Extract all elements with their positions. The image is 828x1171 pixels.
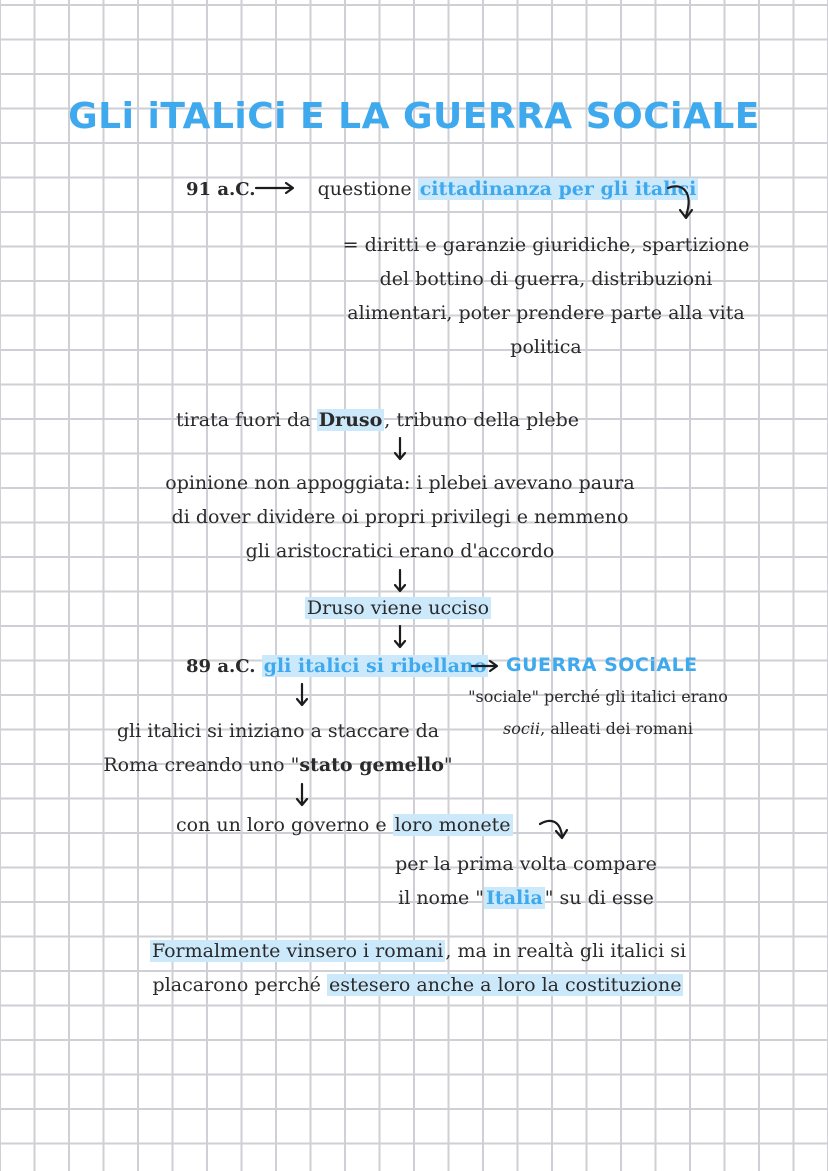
curved-arrow-icon <box>538 819 569 840</box>
down-arrow-icon <box>295 682 309 707</box>
killed-line: Druso viene ucciso <box>200 591 596 625</box>
opinion-block: opinione non appoggiata: i plebei avevan… <box>140 466 660 568</box>
conclusion-highlight-1: Formalmente vinsero i romani <box>149 940 446 962</box>
rights-line-1: = diritti e garanzie giuridiche, spartiz… <box>342 234 750 256</box>
detach-line-1: gli italici si iniziano a staccare da <box>116 720 440 742</box>
italia-pre: il nome " <box>398 887 485 909</box>
socii-word: socii <box>503 719 541 738</box>
opinion-line-1: opinione non appoggiata: i plebei avevan… <box>165 472 635 494</box>
down-arrow-icon <box>393 624 407 649</box>
detach-post: " <box>443 754 453 776</box>
citizenship-highlight: cittadinanza per gli italici <box>417 178 699 200</box>
conclusion-line-2: placarono perché estesero anche a loro l… <box>100 968 736 1002</box>
druso-pre: tirata fuori da <box>176 409 311 431</box>
detach-block: gli italici si iniziano a staccare da Ro… <box>88 714 468 782</box>
italia-block: per la prima volta compare il nome "Ital… <box>356 847 696 915</box>
question-label: questione <box>317 178 412 200</box>
down-arrow-icon <box>295 782 309 807</box>
down-arrow-icon <box>393 436 407 461</box>
detach-pre: Roma creando uno " <box>103 754 300 776</box>
social-note-rest: , alleati dei romani <box>540 719 693 738</box>
government-pre: con un loro governo e <box>176 814 387 836</box>
social-note-line-2: socii, alleati dei romani <box>450 713 746 745</box>
detach-line-2: Roma creando uno "stato gemello" <box>88 748 468 782</box>
italia-line-2: il nome "Italia" su di esse <box>356 881 696 915</box>
conclusion-pre-2: placarono perché <box>152 974 321 996</box>
rebellion-line: 89 a.C. gli italici si ribellano <box>186 649 489 684</box>
rights-line-3: alimentari, poter prendere parte alla vi… <box>347 302 745 324</box>
opinion-line-3: gli aristocratici erano d'accordo <box>245 540 555 562</box>
down-arrow-icon <box>393 568 407 593</box>
right-arrow-icon <box>470 659 499 673</box>
italia-line-1: per la prima volta compare <box>395 853 657 875</box>
druso-name: Druso <box>316 409 385 431</box>
rights-line-2: del bottino di guerra, distribuzioni <box>379 268 713 290</box>
date-89: 89 a.C. <box>186 656 256 677</box>
druso-line: tirata fuori da Druso, tribuno della ple… <box>176 403 579 437</box>
war-heading: GUERRA SOCiALE <box>506 654 698 676</box>
conclusion-line-1: Formalmente vinsero i romani, ma in real… <box>100 934 736 968</box>
rights-line-4: politica <box>510 336 582 358</box>
conclusion-highlight-2: estesero anche a loro la costituzione <box>326 974 684 996</box>
government-line: con un loro governo e loro monete <box>176 808 513 842</box>
conclusion-block: Formalmente vinsero i romani, ma in real… <box>100 934 736 1002</box>
social-note-line-1: "sociale" perché gli italici erano <box>468 687 728 706</box>
druso-post: , tribuno della plebe <box>384 409 580 431</box>
rights-block: = diritti e garanzie giuridiche, spartiz… <box>318 228 774 364</box>
right-arrow-icon <box>254 181 295 195</box>
twin-state: stato gemello <box>299 754 444 776</box>
conclusion-rest-1: , ma in realtà gli italici si <box>445 940 687 962</box>
page-title: GLi iTALiCi E LA GUERRA SOCiALE <box>68 96 760 137</box>
italia-name: Italia <box>484 887 545 909</box>
date-line: 91 a.C. questione cittadinanza per gli i… <box>186 172 699 207</box>
social-note: "sociale" perché gli italici erano socii… <box>450 681 746 745</box>
coins-highlight: loro monete <box>392 814 513 836</box>
italia-post: " su di esse <box>544 887 654 909</box>
opinion-line-2: di dover dividere oi propri privilegi e … <box>171 506 629 528</box>
druso-killed: Druso viene ucciso <box>304 597 492 619</box>
rebellion-highlight: gli italici si ribellano <box>261 655 489 677</box>
curved-arrow-icon <box>666 185 694 220</box>
date-91: 91 a.C. <box>186 179 256 200</box>
